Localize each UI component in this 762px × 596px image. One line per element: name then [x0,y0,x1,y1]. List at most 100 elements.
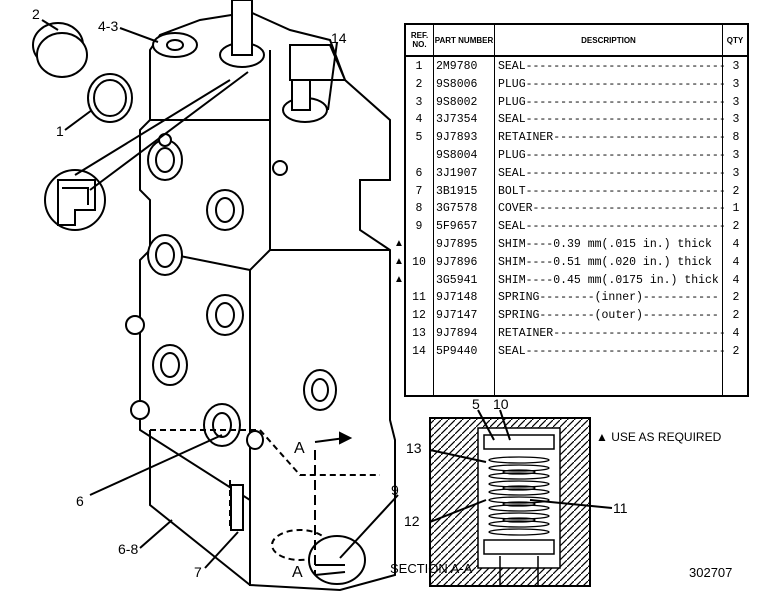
qty-cell: 3 [732,113,740,127]
callout-9: 9 [391,482,399,498]
callout-14: 14 [331,30,347,46]
description-cell: SEAL----------------------------- [498,166,726,180]
qty-cell: 3 [732,149,740,162]
qty-cell: 4 [732,327,740,340]
description-cell: SEAL----------------------------- [498,60,726,73]
part-number-cell: 9J7895 [436,238,478,251]
callout-1: 1 [56,123,64,139]
callout-2: 2 [32,6,40,22]
qty-cell: 4 [732,238,740,251]
ref-cell: 3 [415,95,423,109]
description-cell: COVER---------------------------- [498,202,726,216]
callout-10: 10 [493,396,509,412]
part-number-cell: 3G5941 [436,273,478,287]
description-cell: BOLT----------------------------- [498,184,726,198]
part-number-cell: 3J1907 [436,166,478,180]
description-cell: SEAL----------------------------- [498,113,726,127]
callout-6-8: 6-8 [118,541,139,557]
description-cell: SPRING--------(outer)----------- [498,309,719,323]
ref-cell: 1 [415,60,423,73]
part-number-cell: 3B1915 [436,184,478,198]
callout-4-3: 4-3 [98,18,119,34]
table-row: 12 9J7147 SPRING--------(outer)-----------… [406,308,747,326]
ref-cell: 13 [412,327,426,340]
part-number-cell: 9J7147 [436,309,478,323]
header-description: DESCRIPTION [495,25,722,57]
figure-number: 302707 [689,565,733,580]
table-row: 13 9J7894 RETAINER------------------------… [406,326,747,344]
table-row: 3 9S8002 PLUG-----------------------------… [406,95,747,113]
qty-cell: 4 [732,255,740,269]
description-cell: SEAL----------------------------- [498,220,726,234]
table-row: 1 2M9780 SEAL-----------------------------… [406,59,747,77]
part-number-cell: 9J7894 [436,327,478,340]
table-row: 11 9J7148 SPRING--------(inner)-----------… [406,290,747,308]
ref-cell: 7 [415,184,423,198]
parts-list-table: REF. NO. PART NUMBER DESCRIPTION QTY 1 2M… [404,23,749,397]
ref-cell: 6 [415,166,423,180]
qty-cell: 3 [732,60,740,73]
use-as-required-marker: ▲ [394,238,404,249]
ref-cell: 10 [412,255,426,269]
part-number-cell: 9S8006 [436,77,478,91]
ref-cell: 8 [415,202,423,216]
ref-cell: 12 [412,309,426,323]
description-cell: SPRING--------(inner)----------- [498,291,719,305]
table-row: 9 5F9657 SEAL-----------------------------… [406,219,747,237]
section-label: SECTION A-A [390,561,473,576]
description-cell: RETAINER------------------------- [498,131,726,145]
ref-cell: 4 [415,113,423,127]
callout-6: 6 [76,493,84,509]
part-number-cell: 9S8002 [436,95,478,109]
qty-cell: 2 [732,344,740,358]
part-number-cell: 9J7893 [436,131,478,145]
qty-cell: 2 [732,291,740,305]
ref-cell: 5 [415,131,423,145]
description-cell: SHIM----0.51 mm(.020 in.) thick [498,255,712,269]
ref-cell: 9 [415,220,423,234]
table-row: 8 3G7578 COVER----------------------------… [406,201,747,219]
qty-cell: 2 [732,220,740,234]
qty-cell: 4 [732,273,740,287]
qty-cell: 2 [732,309,740,323]
part-number-cell: 3G7578 [436,202,478,216]
callout-12: 12 [404,513,420,529]
callout-13: 13 [406,440,422,456]
header-part-number: PART NUMBER [434,25,494,57]
part-number-cell: 9S8004 [436,149,478,162]
ref-cell: 11 [412,291,426,305]
use-as-required-note: ▲ USE AS REQUIRED [596,430,722,444]
part-number-cell: 5F9657 [436,220,478,234]
table-row: 7 3B1915 BOLT-----------------------------… [406,184,747,202]
header-qty: QTY [723,25,747,57]
table-row: 9S8004 PLUG----------------------------- 3 [406,148,747,166]
description-cell: PLUG----------------------------- [498,149,726,162]
use-as-required-marker: ▲ [394,255,404,267]
callout-5: 5 [472,396,480,412]
table-row: 10 9J7896 SHIM----0.51 mm(.020 in.) thick 4 [406,255,747,273]
qty-cell: 3 [732,95,740,109]
use-as-required-marker: ▲ [394,273,404,285]
qty-cell: 2 [732,184,740,198]
description-cell: SHIM----0.45 mm(.0175 in.) thick [498,273,719,287]
qty-cell: 3 [732,166,740,180]
header-ref-no: REF. NO. [406,25,433,57]
part-number-cell: 9J7148 [436,291,478,305]
table-row: 6 3J1907 SEAL-----------------------------… [406,166,747,184]
section-arrow-a-top: A [294,440,305,457]
callout-7: 7 [194,564,202,580]
callout-11: 11 [613,500,628,516]
qty-cell: 3 [732,77,740,91]
description-cell: PLUG----------------------------- [498,95,726,109]
part-number-cell: 2M9780 [436,60,478,73]
table-row: 5 9J7893 RETAINER-------------------------… [406,130,747,148]
qty-cell: 1 [732,202,740,216]
part-number-cell: 9J7896 [436,255,478,269]
description-cell: RETAINER------------------------- [498,327,726,340]
description-cell: PLUG----------------------------- [498,77,726,91]
